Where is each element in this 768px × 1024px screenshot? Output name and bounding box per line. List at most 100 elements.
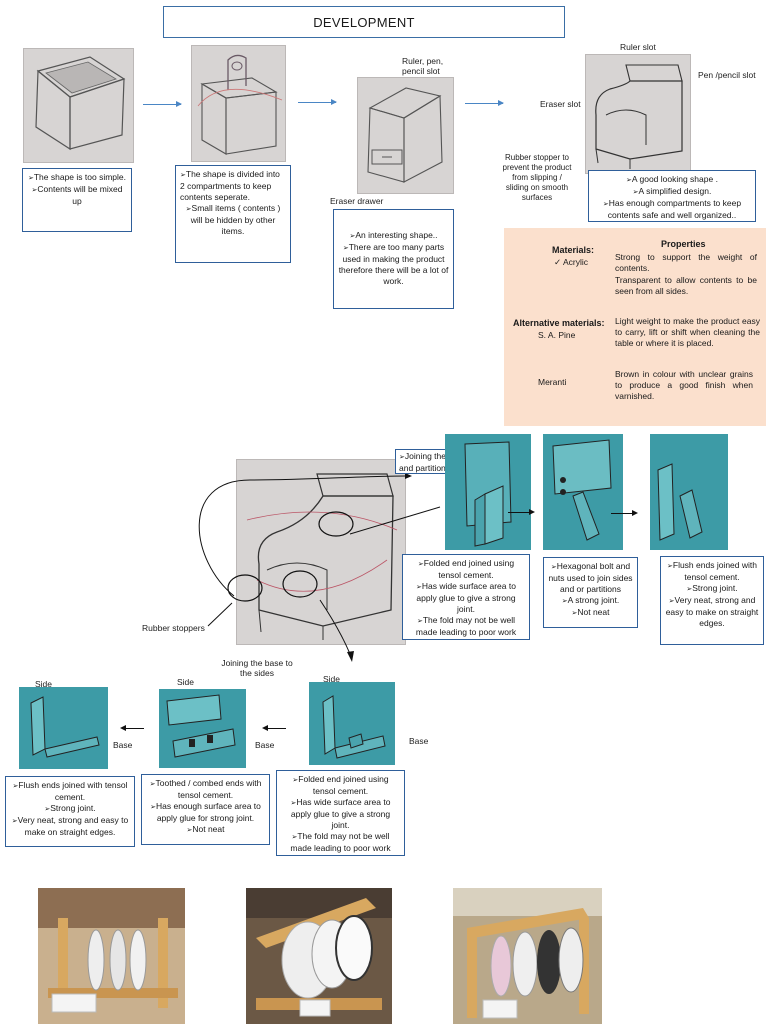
note-item: The fold may not be well made leading to… <box>281 831 400 854</box>
flow-arrow-left <box>262 725 286 731</box>
note-box-hex-bolt: Hexagonal bolt and nuts used to join sid… <box>543 557 638 628</box>
note-item: Folded end joined using tensol cement. <box>407 558 525 581</box>
note-item: Small items ( contents ) will be hidden … <box>180 203 286 237</box>
pine-props: Light weight to make the product easy to… <box>615 316 760 348</box>
arrowhead-left-icon <box>262 725 268 731</box>
photo-base-toothed <box>159 689 246 768</box>
flow-arrow <box>465 100 504 106</box>
material-meranti: Meranti <box>538 377 567 387</box>
material-pine: S. A. Pine <box>538 330 576 340</box>
sketch-final-design <box>585 54 691 174</box>
note-item: Has wide surface area to apply glue to g… <box>407 581 525 615</box>
flow-arrow <box>611 510 638 516</box>
plate-rack-3-icon <box>453 888 602 1019</box>
base-flush-model-icon <box>30 696 100 758</box>
label-ruler-pen-slot: Ruler, pen, pencil slot <box>402 56 444 76</box>
base-folded-model-icon <box>322 695 386 759</box>
plate-rack-1-icon <box>38 888 185 1024</box>
flow-arrow <box>143 101 182 107</box>
label-rubber-stopper: Rubber stopper to prevent the product fr… <box>502 153 572 202</box>
photo-base-folded <box>309 682 395 765</box>
photo-plate-rack-1 <box>38 888 185 1024</box>
sketch-divided-box <box>191 45 286 162</box>
meranti-props: Brown in colour with unclear grains to p… <box>615 369 753 401</box>
folded-joint-model-icon <box>464 441 512 547</box>
label-base-1: Base <box>113 740 133 750</box>
note-item: Contents will be mixed up <box>27 184 127 207</box>
joining-sides-label: Joining the sides and partitions <box>399 451 474 474</box>
check-icon: ✓ <box>554 257 564 267</box>
materials-heading: Materials: <box>552 245 595 255</box>
note-item: Hexagonal bolt and nuts used to join sid… <box>548 561 633 595</box>
note-box-folded-base: Folded end joined using tensol cement. H… <box>276 770 405 856</box>
photo-flush-joint <box>650 434 728 550</box>
note-item: Has enough compartments to keep contents… <box>593 198 751 221</box>
note-item: Has enough surface area to apply glue fo… <box>146 801 265 824</box>
plate-rack-2-icon <box>246 888 392 1017</box>
note-item: An interesting shape.. <box>338 230 449 242</box>
note-item: The fold may not be well made leading to… <box>407 615 525 638</box>
flow-arrow <box>508 509 535 515</box>
stand-drawer-drawing-icon <box>367 87 443 183</box>
page-title: DEVELOPMENT <box>163 6 565 38</box>
photo-base-flush <box>19 687 108 769</box>
label-side-2: Side <box>177 677 195 687</box>
note-item: Flush ends joined with tensol cement. <box>10 780 130 803</box>
note-item: A good looking shape . <box>593 174 751 186</box>
material-acrylic: ✓ Acrylic <box>554 257 588 268</box>
note-item: Toothed / combed ends with tensol cement… <box>146 778 265 801</box>
note-item: The shape is too simple. <box>27 172 127 184</box>
photo-hex-bolt-joint <box>543 434 623 550</box>
final-design-drawing-icon <box>595 64 683 169</box>
material-acrylic-label: Acrylic <box>563 257 589 267</box>
note-item: Not neat <box>146 824 265 836</box>
photo-folded-joint <box>445 434 531 550</box>
hex-bolt-model-icon <box>552 439 612 541</box>
note-item: The shape is divided into 2 compartments… <box>180 169 286 203</box>
arrowhead-right-icon <box>632 510 638 516</box>
photo-plate-rack-2 <box>246 888 392 1024</box>
sketch-main-design <box>236 459 406 645</box>
label-joining-base: Joining the base to the sides <box>221 658 293 678</box>
label-eraser-slot: Eraser slot <box>540 99 581 109</box>
note-item: Very neat, strong and easy to make on st… <box>665 595 759 629</box>
flush-joint-model-icon <box>657 463 703 541</box>
main-design-drawing-icon <box>246 473 398 640</box>
flow-arrow-left <box>120 725 144 731</box>
note-item: Has wide surface area to apply glue to g… <box>281 797 400 831</box>
note-item: Flush ends joined with tensol cement. <box>665 560 759 583</box>
cube-drawing-icon <box>35 56 126 151</box>
acrylic-props-2: Transparent to allow contents to be seen… <box>615 275 757 296</box>
note-item: A simplified design. <box>593 186 751 198</box>
note-box-drawer: An interesting shape.. There are too man… <box>333 209 454 309</box>
label-rubber-stoppers: Rubber stoppers <box>142 623 205 633</box>
label-eraser-drawer: Eraser drawer <box>330 196 384 206</box>
photo-plate-rack-3 <box>453 888 602 1024</box>
arrowhead-right-icon <box>529 509 535 515</box>
arrowhead-left-icon <box>120 725 126 731</box>
label-side-3: Side <box>323 674 341 684</box>
sketch-cube <box>23 48 134 163</box>
sketch-stand-drawer <box>357 77 454 194</box>
note-item: Strong joint. <box>665 583 759 595</box>
note-box-final: A good looking shape . A simplified desi… <box>588 170 756 222</box>
note-box-toothed-base: Toothed / combed ends with tensol cement… <box>141 774 270 845</box>
label-pen-pencil-slot: Pen /pencil slot <box>698 70 756 80</box>
acrylic-props: Strong to support the weight of contents… <box>615 252 757 273</box>
alternative-heading: Alternative materials: <box>513 318 605 328</box>
note-item: A strong joint. <box>548 595 633 607</box>
base-toothed-model-icon <box>166 694 236 758</box>
label-side-1: Side <box>35 679 53 689</box>
note-box-cube: The shape is too simple. Contents will b… <box>22 168 132 232</box>
note-item: Not neat <box>548 607 633 619</box>
divided-box-drawing-icon <box>197 54 283 155</box>
flow-arrow <box>298 99 337 105</box>
note-item: There are too many parts used in making … <box>338 242 449 287</box>
note-item: Strong joint. <box>10 803 130 815</box>
properties-heading: Properties <box>661 239 706 249</box>
label-ruler-slot: Ruler slot <box>620 42 656 52</box>
note-item: Very neat, strong and easy to make on st… <box>10 815 130 838</box>
label-base-3: Base <box>409 736 429 746</box>
note-box-flush-end: Flush ends joined with tensol cement. St… <box>660 556 764 645</box>
note-box-divided: The shape is divided into 2 compartments… <box>175 165 291 263</box>
